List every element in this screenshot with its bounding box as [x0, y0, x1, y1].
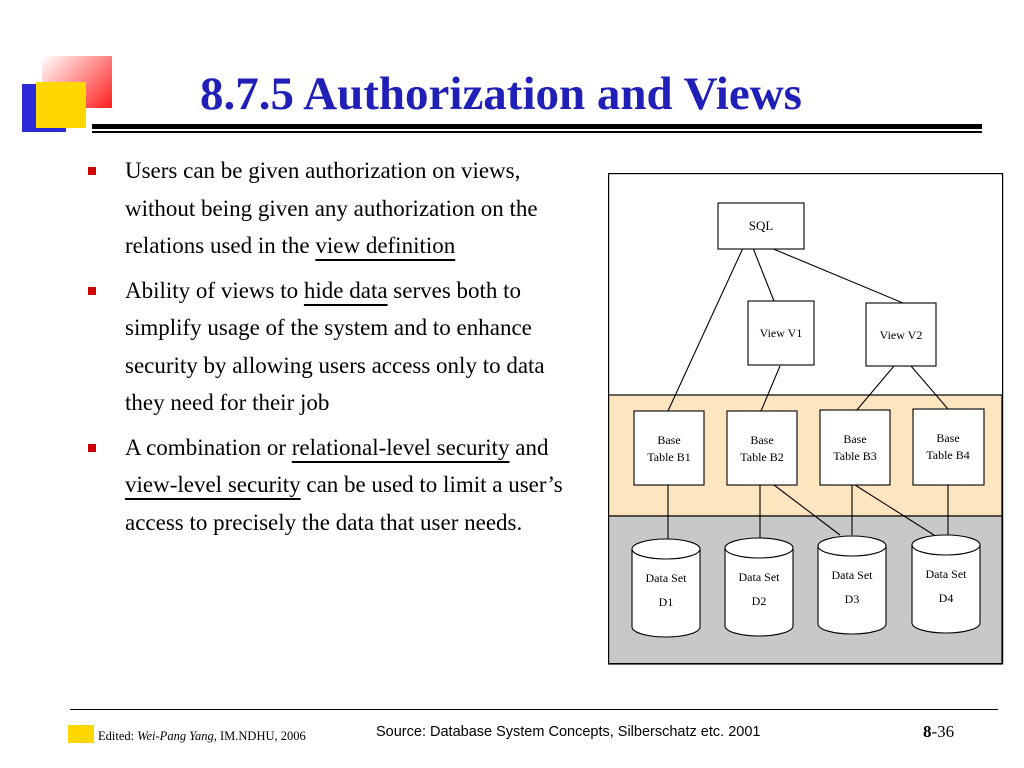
title-rule-thin	[92, 131, 982, 133]
base-table-b2-line2: Table B2	[740, 450, 783, 464]
underlined-term: view-level security	[125, 472, 301, 497]
bullet-item: Users can be given authorization on view…	[88, 152, 578, 265]
sql-box	[717, 202, 805, 250]
footer-author: Wei-Pang Yang,	[137, 729, 217, 743]
bullet-marker	[88, 167, 96, 175]
view-v1-box	[747, 300, 815, 366]
line-sql-v1	[752, 247, 775, 302]
line-v2-b3	[855, 365, 895, 412]
base-table-b2-line1: Base	[750, 433, 773, 447]
line-v1-b2	[760, 365, 781, 412]
bullet-text: Ability of views to	[125, 277, 304, 303]
sql-label: SQL	[749, 218, 774, 233]
bullet-text: can be used to limit a user’s access to …	[125, 472, 563, 535]
title-rule-thick	[92, 124, 982, 129]
diagram-frame	[608, 173, 1004, 665]
base-table-b1-line1: Base	[657, 433, 680, 447]
line-sql-v2	[770, 247, 904, 304]
base-table-b3-line2: Table B3	[833, 449, 876, 463]
line-b3-d4	[854, 484, 935, 536]
data-set-d2-cylinder	[724, 537, 794, 637]
bullet-item: Ability of views to hide data serves bot…	[88, 272, 578, 422]
base-table-b2-box	[726, 410, 798, 486]
base-table-b3-box	[819, 409, 891, 486]
data-set-d2-line2: D2	[752, 594, 767, 608]
data-set-d3-line2: D3	[845, 592, 860, 606]
view-v2-label: View V2	[880, 328, 923, 342]
view-v2-box	[865, 302, 937, 367]
footer-source: Source: Database System Concepts, Silber…	[376, 724, 761, 740]
bullet-text: A combination or	[125, 434, 292, 460]
underlined-term: relational-level security	[291, 434, 510, 460]
underlined-term: view definition	[315, 233, 456, 258]
base-table-b4-line1: Base	[936, 431, 959, 445]
data-set-d4-cylinder	[911, 534, 981, 634]
base-table-b4-line2: Table B4	[926, 448, 969, 462]
footer-page: -36	[931, 722, 955, 741]
bullet-marker	[88, 443, 96, 452]
footer-chapter: 8	[923, 722, 932, 741]
bullet-item: A combination or relational-level securi…	[88, 429, 578, 542]
base-table-b1-line2: Table B1	[647, 450, 690, 464]
slide-logo	[22, 56, 117, 141]
connector-lines	[667, 247, 949, 540]
data-set-d1-cylinder	[631, 538, 701, 638]
data-set-d4-line2: D4	[939, 591, 954, 605]
line-v2-b4	[910, 365, 949, 410]
footer-edited-label: Edited:	[98, 729, 138, 743]
line-b2-d3	[773, 484, 841, 536]
footer-page-number: 8-36	[923, 722, 954, 742]
data-set-d1-line1: Data Set	[646, 571, 688, 585]
base-table-b1-box	[633, 410, 705, 486]
data-set-d2-line1: Data Set	[739, 570, 781, 584]
data-set-d4-line1: Data Set	[926, 567, 968, 581]
underlined-term: hide data	[303, 277, 388, 303]
bullet-text: Users can be given authorization on view…	[125, 158, 538, 258]
view-v1-label: View V1	[760, 326, 803, 340]
base-table-b4-box	[912, 408, 985, 486]
slide-title: 8.7.5 Authorization and Views	[200, 68, 802, 120]
bullet-marker	[88, 286, 96, 295]
footer-org-year: .NDHU, 2006	[235, 729, 306, 743]
bullet-list: Users can be given authorization on view…	[88, 152, 578, 548]
footer-credit: Edited: Wei-Pang Yang, IM.NDHU, 2006	[98, 729, 306, 744]
data-set-d1-line2: D1	[659, 595, 674, 609]
footer-rule	[70, 709, 998, 710]
footer-org: IM	[216, 729, 236, 743]
footer-yellow-square	[68, 725, 94, 743]
base-table-b3-line1: Base	[843, 432, 866, 446]
bullet-text: serves both to simplify usage of the sys…	[125, 277, 545, 416]
logo-yellow-square	[36, 82, 86, 128]
data-set-d3-cylinder	[817, 535, 887, 635]
data-set-d3-line1: Data Set	[832, 568, 874, 582]
authorization-views-diagram: SQL View V1 View V2 Base Table B1 Base T…	[608, 173, 1004, 665]
bullet-text: and	[509, 434, 549, 460]
line-sql-b1	[667, 247, 744, 412]
